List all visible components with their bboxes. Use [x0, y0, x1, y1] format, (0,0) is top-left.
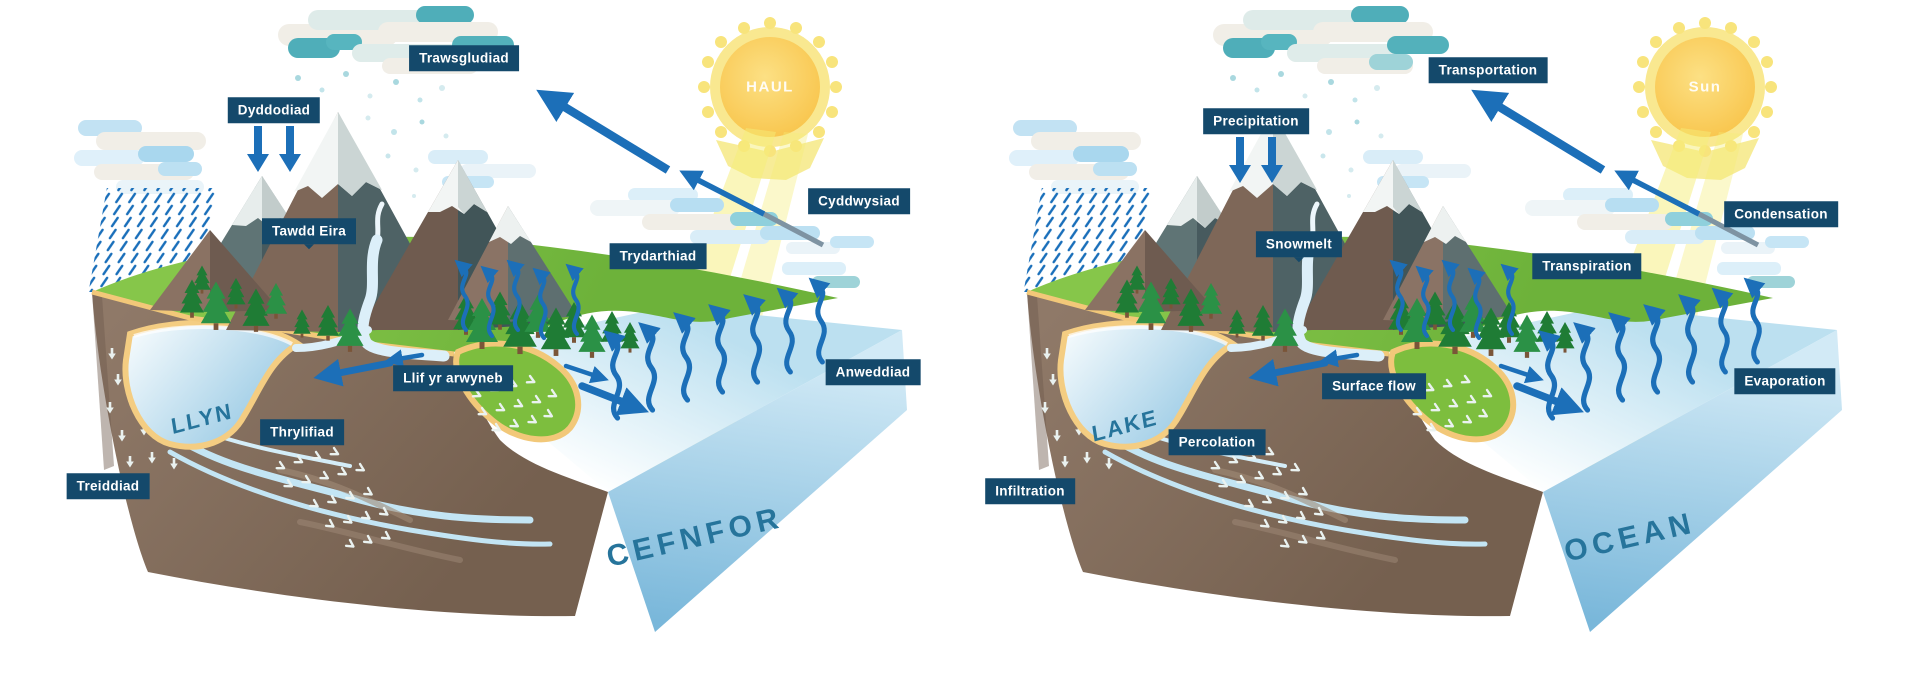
precipitation-arrows: [1229, 137, 1283, 183]
sun-label: Sun: [1688, 78, 1722, 96]
evaporation-label: Evaporation: [1734, 368, 1836, 394]
transportation-label: Trawsgludiad: [409, 45, 519, 71]
transportation-label: Transportation: [1428, 57, 1548, 83]
snowmelt-label: Tawdd Eira: [261, 218, 357, 249]
water-cycle-diagram-welsh: HAUL Trawsgludiad Dyddodiad Tawdd Eira C…: [30, 0, 930, 690]
precipitation-arrows: [247, 126, 301, 172]
surface-flow-label: Llif yr arwyneb: [393, 365, 513, 391]
condensation-label: Condensation: [1724, 201, 1838, 227]
precipitation-label: Precipitation: [1203, 108, 1309, 134]
landscape-illustration: [965, 0, 1865, 690]
percolation-label: Thrylifiad: [260, 419, 344, 445]
condensation-label: Cyddwysiad: [808, 188, 910, 214]
snowmelt-label: Snowmelt: [1255, 231, 1343, 262]
evaporation-label: Anweddiad: [825, 359, 921, 385]
sun-label: HAUL: [746, 78, 794, 96]
water-cycle-diagram-english: Sun Transportation Precipitation Snowmel…: [965, 0, 1865, 690]
transpiration-label: Transpiration: [1532, 253, 1642, 279]
percolation-label: Percolation: [1168, 429, 1266, 455]
transpiration-label: Trydarthiad: [609, 243, 707, 269]
precipitation-label: Dyddodiad: [227, 97, 321, 123]
landscape-illustration: [30, 0, 930, 690]
infiltration-label: Infiltration: [985, 478, 1075, 504]
surface-flow-label: Surface flow: [1322, 373, 1426, 399]
infiltration-label: Treiddiad: [66, 473, 150, 499]
